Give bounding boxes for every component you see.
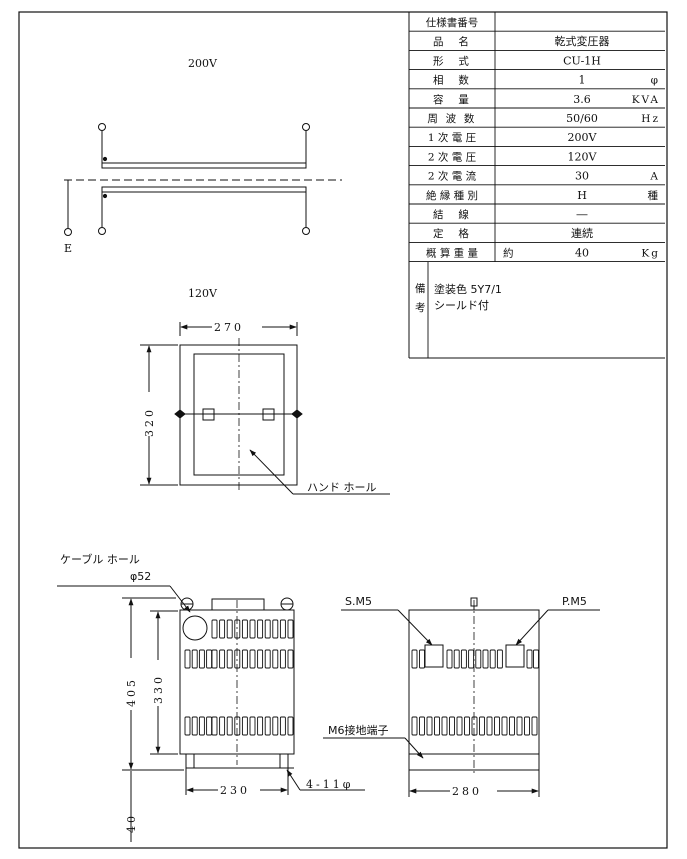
spec-label-4: 容 量: [433, 93, 471, 106]
primary-voltage-label: 200V: [188, 57, 218, 70]
front-width-dim: 230: [220, 784, 250, 797]
spec-value-4: 3.6: [573, 93, 591, 106]
spec-value-9: H: [577, 189, 587, 202]
spec-label-5: 周 波 数: [427, 112, 476, 125]
spec-value-12: 40: [575, 246, 589, 259]
remarks-label-2: 考: [415, 302, 426, 314]
secondary-voltage-label: 120V: [188, 287, 218, 300]
front-height-total-dim: 405: [125, 677, 138, 707]
winding-schematic: 200V E 120V: [64, 57, 342, 300]
cable-hole-label: ケーブル ホール: [60, 552, 140, 566]
spec-value-1: 乾式変圧器: [555, 34, 610, 48]
side-view: S.M5 P.M5 M6接地端子 280: [323, 595, 600, 798]
remarks-line-1: 塗装色 5Y7/1: [434, 282, 502, 296]
spec-label-0: 仕様書番号: [426, 16, 479, 29]
spec-label-8: 2 次 電 流: [428, 170, 477, 183]
spec-unit-12: Kg: [641, 247, 660, 259]
spec-value-7: 120V: [568, 150, 598, 163]
spec-unit-5: Hz: [641, 113, 660, 125]
spec-value-11: 連続: [571, 226, 593, 240]
front-view: ケーブル ホール φ52 405 330 40: [57, 552, 365, 842]
spec-value-3: 1: [579, 74, 586, 87]
side-width-dim: 280: [452, 785, 482, 798]
mounting-hole-label: 4-11φ: [306, 778, 353, 791]
spec-unit-3: φ: [651, 75, 660, 87]
spec-label-11: 定 格: [433, 227, 471, 240]
spec-label-6: 1 次 電 圧: [428, 131, 477, 144]
spec-unit-9: 種: [648, 189, 661, 202]
spec-value-8: 30: [575, 170, 589, 183]
spec-unit-4: KVA: [632, 94, 660, 106]
cable-hole-size: φ52: [130, 570, 151, 583]
spec-prefix-12: 約: [503, 246, 514, 259]
top-view: 270 320 ハンド ホール: [140, 321, 390, 495]
spec-value-10: ―: [577, 208, 588, 221]
spec-label-12: 概 算 重 量: [426, 246, 479, 259]
top-height-dim: 320: [143, 407, 156, 437]
top-width-dim: 270: [214, 321, 244, 334]
spec-label-10: 結 線: [433, 208, 471, 221]
sheet-frame: [18, 11, 668, 849]
spec-label-9: 絶 縁 種 別: [426, 189, 478, 202]
front-base-dim: 40: [125, 813, 138, 833]
spec-value-5: 50/60: [566, 112, 598, 125]
s-terminal-label: S.M5: [345, 595, 372, 608]
spec-label-2: 形 式: [433, 54, 471, 67]
spec-label-1: 品 名: [433, 35, 471, 48]
spec-value-6: 200V: [568, 131, 598, 144]
earth-label: E: [64, 242, 72, 255]
spec-value-2: CU-1H: [563, 54, 601, 67]
remarks-label-1: 備: [415, 282, 426, 295]
ground-terminal-label: M6接地端子: [328, 724, 389, 737]
front-height-body-dim: 330: [152, 674, 165, 704]
spec-unit-8: A: [649, 171, 660, 183]
hand-hole-label: ハンド ホール: [307, 481, 377, 494]
remarks-line-2: シールド付: [434, 299, 489, 312]
spec-label-3: 相 数: [433, 74, 471, 87]
remarks: 備 考 塗装色 5Y7/1 シールド付: [415, 282, 502, 314]
spec-label-7: 2 次 電 圧: [428, 150, 477, 163]
p-terminal-label: P.M5: [562, 595, 587, 608]
